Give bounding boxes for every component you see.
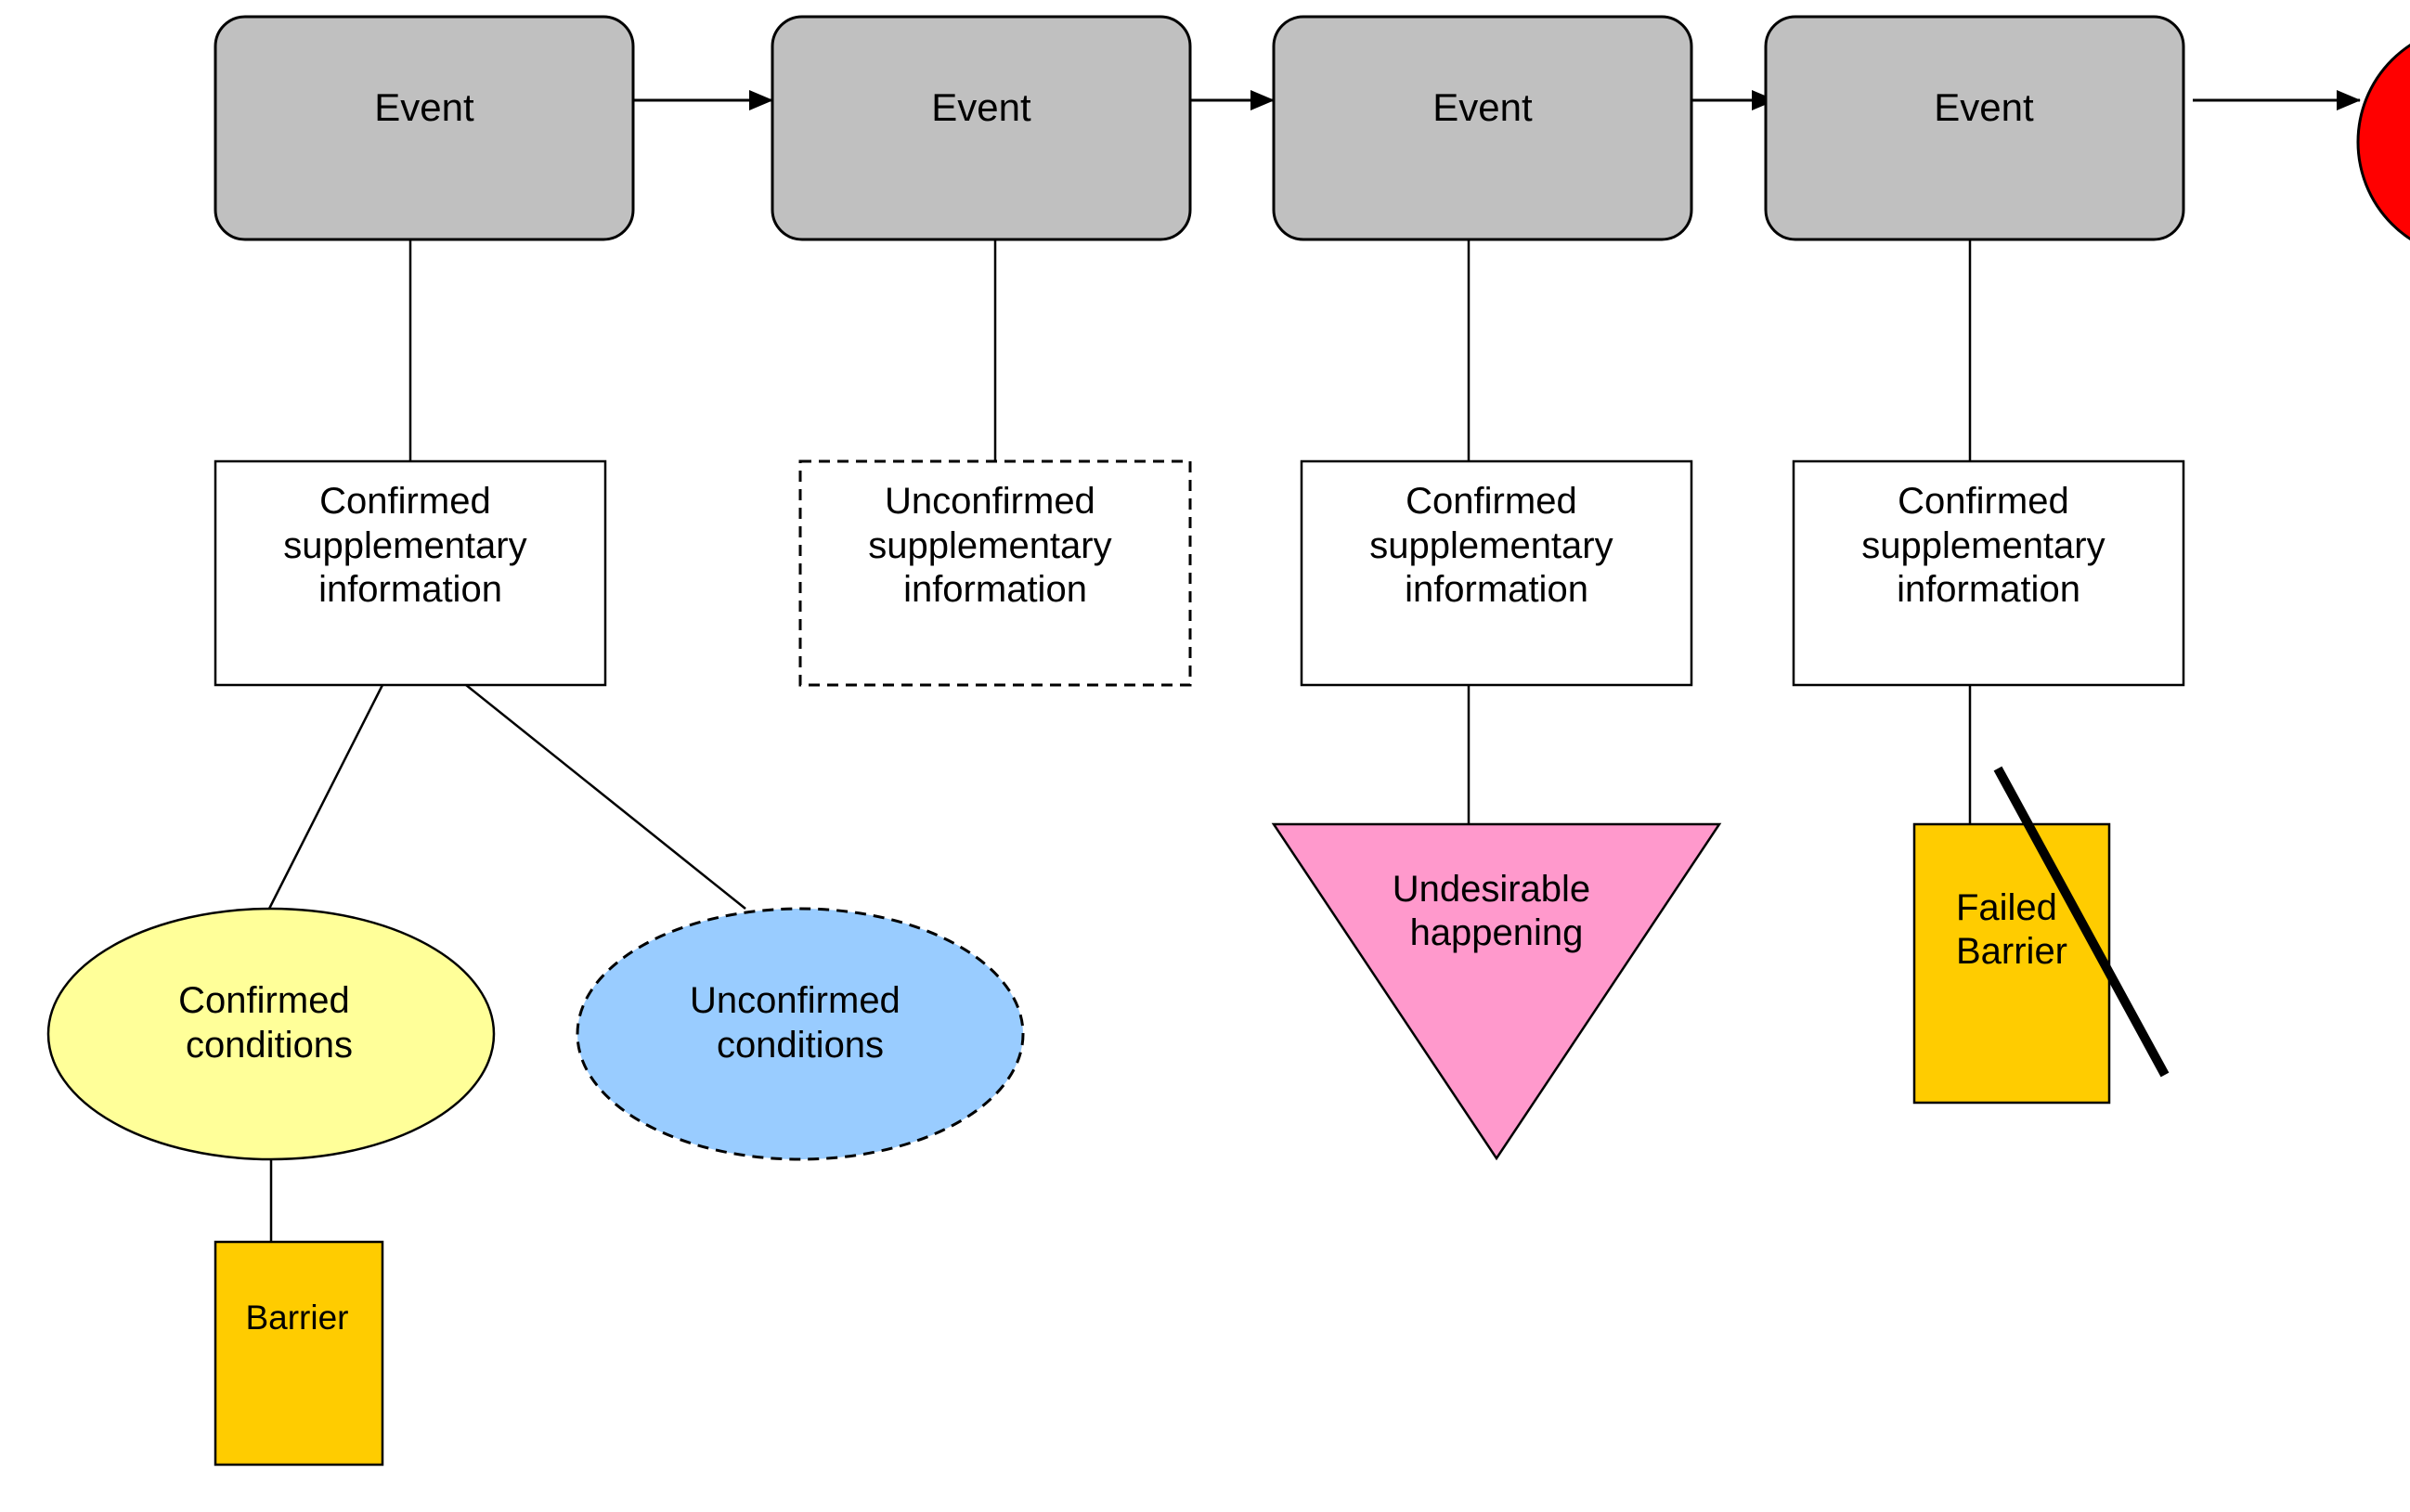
info-label: Unconfirmed supplementary information	[868, 481, 1122, 610]
undesirable-happening-label: Undesirable happening	[1393, 869, 1601, 953]
connector-lines	[267, 239, 1972, 1242]
connector-info1-confirmed-conditions	[267, 684, 384, 910]
failed-barrier: Failed Barrier	[1912, 766, 2170, 1105]
event-label: Event	[374, 85, 474, 129]
barrier: Barrier	[214, 1240, 384, 1467]
failed-barrier-label: Failed Barrier	[1956, 887, 2067, 972]
event-label: Event	[931, 85, 1031, 129]
info-box-3: Confirmed supplementary information	[1300, 459, 1693, 687]
info-box-1: Confirmed supplementary information	[214, 459, 607, 687]
barrier-label: Barrier	[245, 1299, 348, 1337]
confirmed-conditions-label: Confirmed conditions	[178, 980, 360, 1066]
unconfirmed-conditions-label: Unconfirmed conditions	[690, 980, 911, 1066]
info-box-2: Unconfirmed supplementary information	[798, 459, 1192, 687]
undesirable-happening: Undesirable happening	[1271, 822, 1722, 1161]
unconfirmed-conditions: Unconfirmed conditions	[576, 907, 1025, 1161]
event-box-2: Event	[771, 15, 1192, 241]
event-label: Event	[1432, 85, 1533, 129]
info-label: Confirmed supplementary information	[1369, 481, 1624, 610]
connector-info1-unconfirmed-conditions	[465, 684, 746, 910]
event-box-3: Event	[1272, 15, 1693, 241]
outcome-circle	[2356, 44, 2410, 240]
event-box-1: Event	[214, 15, 635, 241]
event-label: Event	[1934, 85, 2034, 129]
info-label: Confirmed supplementary information	[283, 481, 538, 610]
info-box-4: Confirmed supplementary information	[1792, 459, 2185, 687]
failed-strike-line	[1993, 766, 2170, 1078]
confirmed-conditions: Confirmed conditions	[46, 907, 496, 1161]
event-box-4: Event	[1764, 15, 2185, 241]
info-label: Confirmed supplementary information	[1861, 481, 2116, 610]
